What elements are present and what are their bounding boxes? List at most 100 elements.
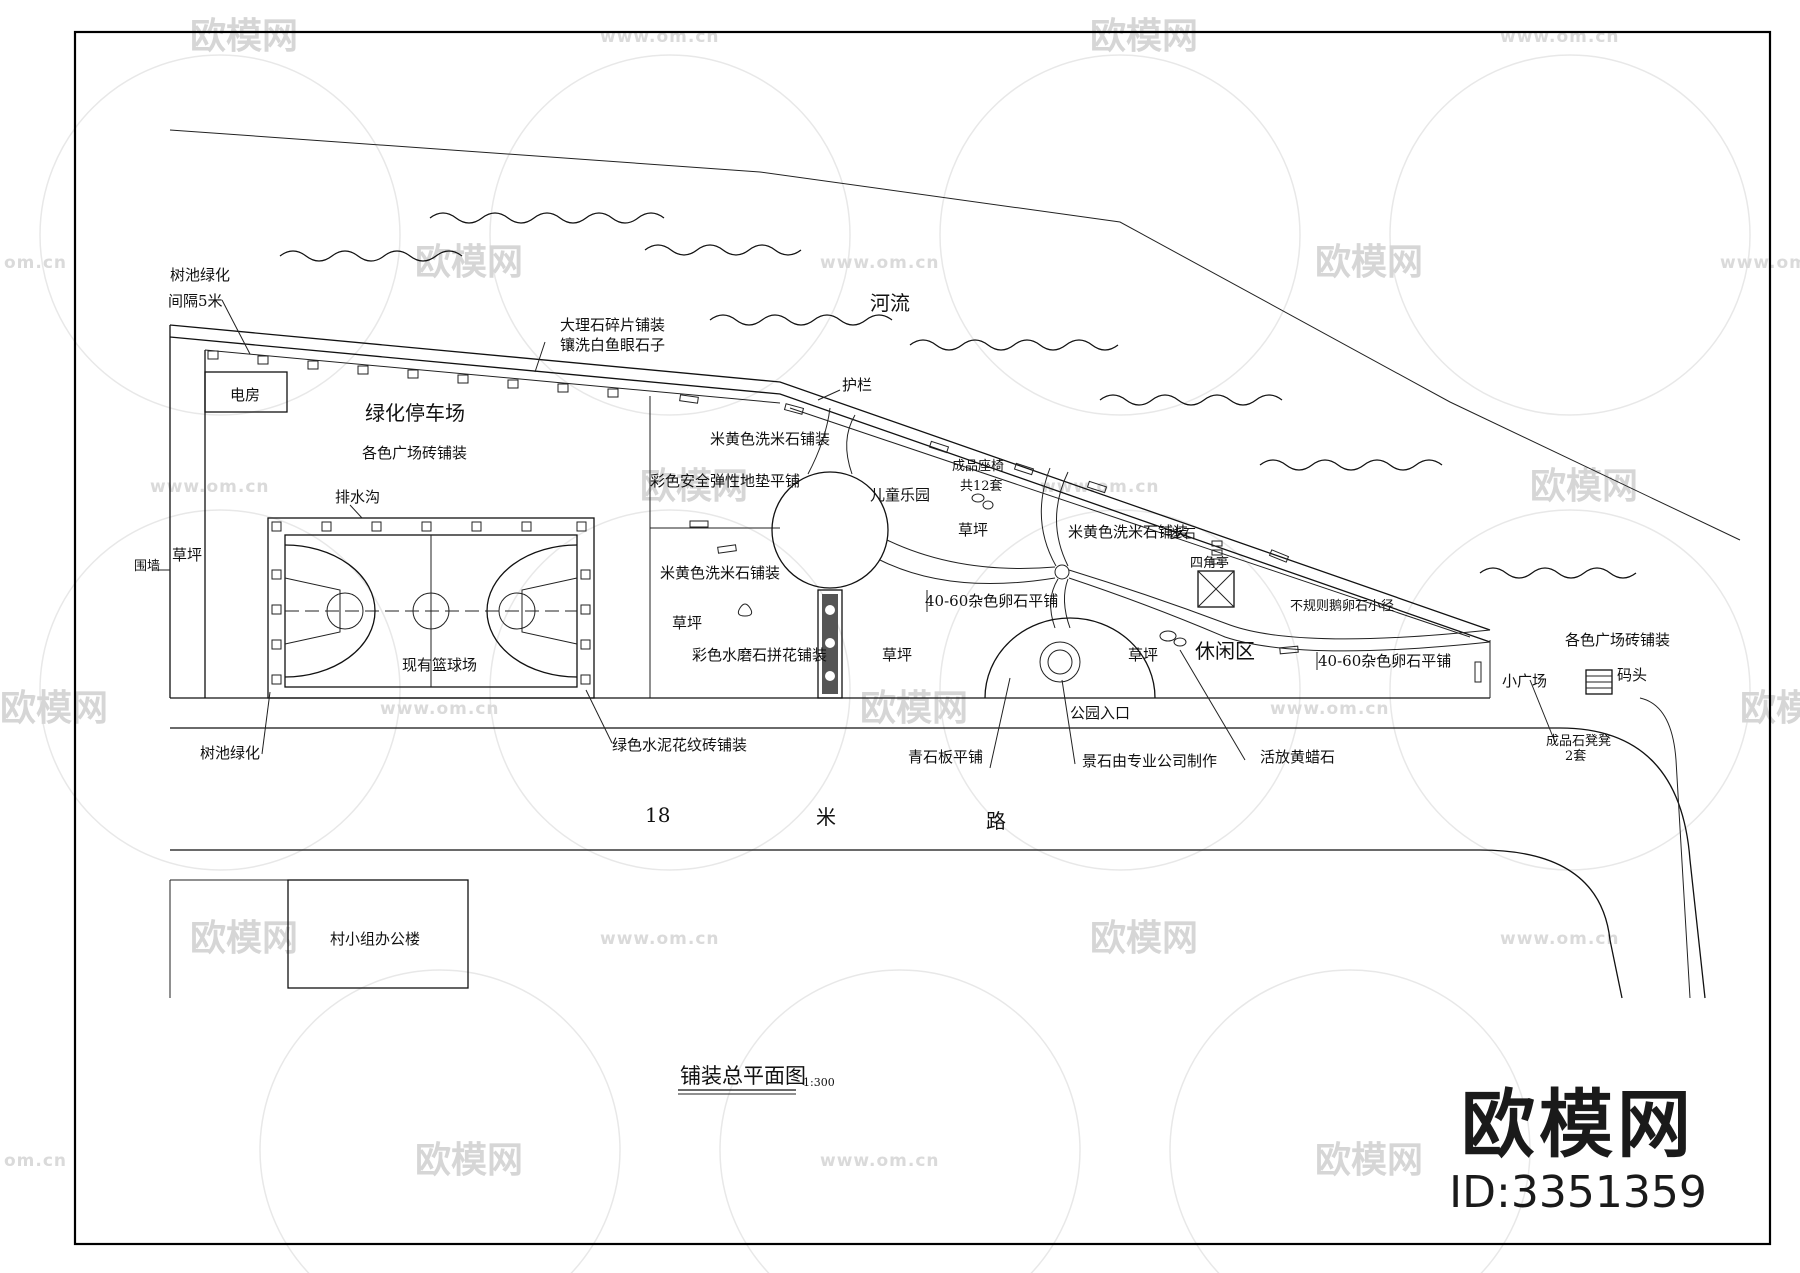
tree-pool (580, 569, 591, 580)
stepping-stone (1211, 549, 1223, 556)
leader-stools (1529, 679, 1556, 743)
lawn-label: 草坪 (672, 614, 702, 632)
terrazzo-motif (825, 671, 835, 681)
river-label: 河流 (870, 291, 910, 315)
office-area (169, 879, 469, 998)
brand-watermark: 欧模网 ID:3351359 (1448, 1083, 1708, 1219)
road-south-edge (170, 849, 1623, 999)
stepping-stone (1211, 540, 1223, 547)
watermark-url: www.om.cn (820, 253, 940, 273)
path-east-lower (879, 559, 1056, 585)
railing-line (789, 407, 1471, 638)
stone (971, 493, 985, 503)
irregular-path-label: 不规则鹅卵石小径 (1290, 598, 1394, 614)
tree-pool (371, 521, 382, 532)
plaza-brick-label: 各色广场砖铺装 (1565, 631, 1670, 649)
river-bank-line (169, 129, 1741, 541)
tree-pool (271, 521, 282, 532)
leader-marble (534, 341, 546, 373)
watermark-url: www.om.cn (1500, 929, 1620, 949)
marble-paving-label: 镶洗白鱼眼石子 (560, 336, 665, 354)
leader-tree-pool-top (221, 299, 251, 355)
drawing-frame (73, 30, 1772, 1246)
river (169, 129, 1741, 579)
leader-railing (817, 389, 841, 401)
pavilion-label: 四角亭 (1190, 555, 1229, 571)
leader-green-brick (585, 689, 613, 744)
tree-pool (580, 604, 591, 615)
feature-stone-ring (1039, 641, 1081, 683)
safety-floor-label: 彩色安全弹性地垫平铺 (650, 472, 800, 490)
tree-pool (307, 360, 319, 370)
path-north-right (846, 414, 856, 475)
pavilion-structure (1197, 540, 1235, 608)
court-tree-pools (271, 521, 591, 685)
feature-stone-inner (1047, 649, 1073, 675)
stools-label: 成品石凳凳 (1546, 733, 1611, 749)
watermark-brand: 欧模网 (1315, 1140, 1423, 1181)
road-mi-label: 米 (816, 805, 836, 829)
stepping-stone-label: 步石 (1170, 527, 1196, 542)
bench-label: 成品座椅 (952, 459, 1004, 474)
water-wave (1479, 567, 1637, 579)
water-wave (429, 212, 665, 224)
road-north-edge (170, 727, 1706, 999)
court-free-throw-circle-right (498, 592, 536, 630)
bench (679, 394, 699, 404)
drain-ditch-label: 排水沟 (335, 488, 380, 506)
watermark-url: www.om.cn (1270, 699, 1390, 719)
path-south-branch (1050, 578, 1059, 629)
entrance-semicircle (984, 617, 1156, 699)
bench (1086, 480, 1108, 494)
watermark-url: www.om.cn (600, 929, 720, 949)
decorative-stones (737, 493, 1187, 647)
watermark-url: www.om.cn (600, 27, 720, 47)
terrazzo-strip-border (817, 589, 843, 699)
stone (1173, 637, 1187, 647)
small-plaza-bench (1474, 661, 1482, 683)
embankment-bottom-line (169, 336, 1491, 643)
stone (1159, 630, 1177, 642)
children-park-circle (771, 471, 889, 589)
tree-pool-spacing-label: 间隔5米 (168, 292, 223, 310)
gravel-paving-label: 40-60杂色卵石平铺 (1318, 652, 1451, 670)
drawing-scale: 1:300 (803, 1076, 835, 1089)
small-plaza-label: 小广场 (1502, 672, 1547, 690)
watermark-url: om.cn (4, 253, 67, 273)
leader-tree-pool-bottom (261, 691, 271, 755)
bench (783, 403, 805, 415)
lawn-label: 草坪 (172, 546, 202, 564)
watermark-brand: 欧模网 (1530, 466, 1638, 507)
tree-pool (321, 521, 332, 532)
watermark-url: www.om.cn (1040, 477, 1160, 497)
tree-pool-bottom-label: 树池绿化 (200, 744, 260, 762)
bench (689, 520, 709, 528)
leader-drain (349, 504, 363, 519)
terrazzo-strip (817, 589, 843, 699)
watermark-brand: 欧模网 (415, 1140, 523, 1181)
water-wave (1099, 394, 1283, 406)
court-three-point-arc-right (486, 544, 578, 678)
beige-pebble-label: 米黄色洗米石铺装 (1068, 523, 1188, 541)
watermark-brand: 欧模网 (860, 688, 968, 729)
road-curb (1639, 697, 1691, 999)
watermark-url: www.om.cn (150, 477, 270, 497)
watermark-url: www.om.cn (380, 699, 500, 719)
tree-pool (580, 674, 591, 685)
watermark-brand: 欧模网 (640, 466, 748, 507)
brand-logo-text: 欧模网 (1461, 1082, 1695, 1168)
green-parking-label: 绿化停车场 (365, 401, 465, 425)
dock-steps (1474, 661, 1613, 695)
bluestone-label: 青石板平铺 (908, 748, 983, 766)
court-three-point-arc-left (284, 544, 376, 678)
tree-pool (507, 379, 519, 389)
embankment-top-line (169, 324, 1491, 631)
lawn-label: 草坪 (882, 646, 912, 664)
tree-pool (207, 350, 219, 360)
water-wave (909, 339, 1119, 351)
basketball-court-area (267, 517, 595, 699)
wall-label: 围墙 (134, 559, 160, 574)
path-leisure-upper (1068, 569, 1491, 640)
tree-pool (407, 369, 419, 379)
watermark-brand: 欧模网 (190, 918, 298, 959)
